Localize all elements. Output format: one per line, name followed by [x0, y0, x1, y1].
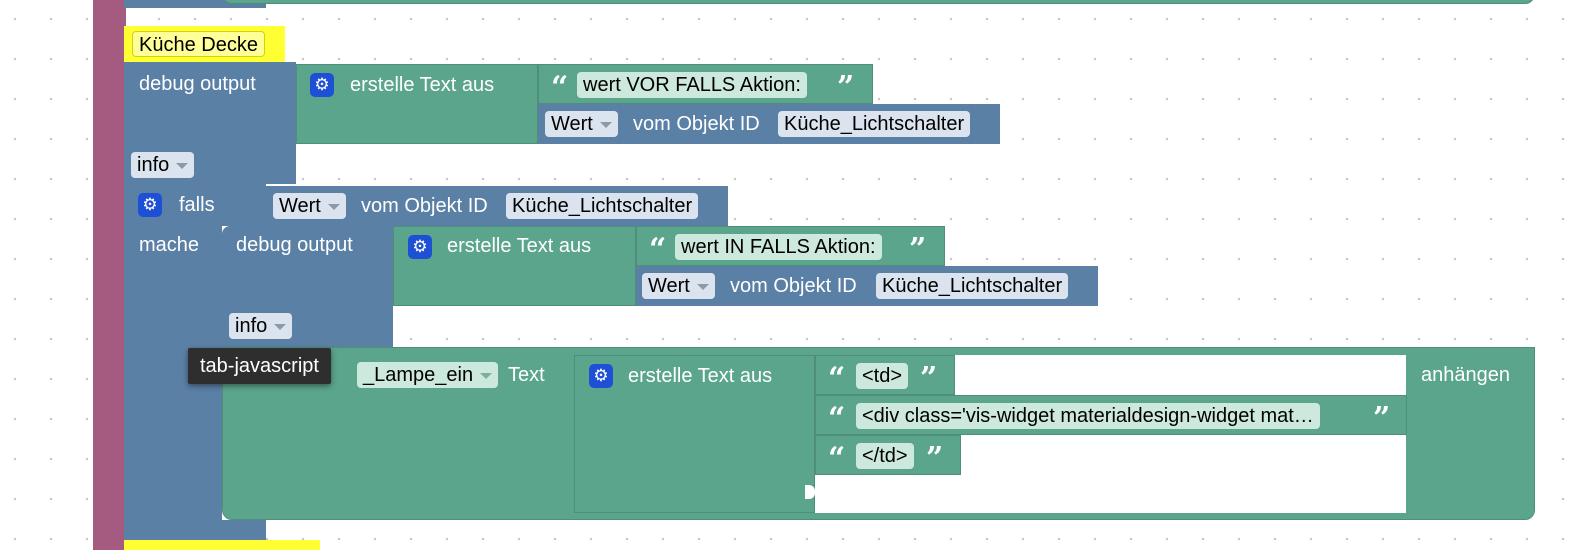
variable-dropdown[interactable]: _Lampe_ein — [357, 362, 499, 388]
value-attribute-dropdown[interactable]: Wert — [642, 273, 715, 299]
string-block[interactable]: “ wert VOR FALLS Aktion: ” — [538, 64, 873, 104]
chevron-down-icon — [480, 372, 493, 379]
gear-icon[interactable]: ⚙ — [408, 235, 432, 259]
quote-open-icon: “ — [828, 441, 846, 476]
variable-name: _Lampe_ein — [363, 364, 474, 386]
value-attribute: Wert — [551, 113, 593, 135]
string-block[interactable]: “ wert IN FALLS Aktion: ” — [636, 226, 945, 266]
quote-close-icon: ” — [920, 361, 938, 396]
value-attribute-dropdown[interactable]: Wert — [545, 111, 618, 137]
comment-block[interactable]: Küche Decke — [124, 26, 285, 62]
text-join-label: erstelle Text aus — [628, 365, 773, 387]
text-join-block[interactable]: ⚙ erstelle Text aus — [393, 226, 636, 306]
object-id-label: vom Objekt ID — [730, 275, 857, 297]
debug-output-block[interactable]: debug output info — [124, 62, 296, 184]
chevron-down-icon — [696, 283, 709, 290]
string-block[interactable]: “ </td> ” — [815, 435, 961, 475]
log-level-dropdown[interactable]: info — [131, 152, 195, 178]
if-label: falls — [179, 194, 215, 216]
quote-open-icon: “ — [649, 232, 667, 267]
condition-block[interactable]: Wert vom Objekt ID Küche_Lichtschalter — [266, 186, 728, 226]
object-id-field[interactable]: Küche_Lichtschalter — [506, 193, 699, 219]
next-comment-block[interactable] — [124, 540, 320, 550]
get-value-block[interactable]: Wert vom Objekt ID Küche_Lichtschalter — [538, 104, 1000, 144]
value-attribute: Wert — [279, 195, 321, 217]
quote-close-icon: ” — [1373, 401, 1391, 436]
string-value[interactable]: wert IN FALLS Aktion: — [675, 234, 882, 260]
append-label: anhängen — [1421, 364, 1510, 386]
string-block[interactable]: “ <div class='vis-widget materialdesign-… — [815, 395, 1407, 435]
log-level-dropdown[interactable]: info — [229, 313, 293, 339]
string-value[interactable]: wert VOR FALLS Aktion: — [577, 72, 807, 98]
chevron-down-icon — [327, 203, 340, 210]
value-attribute: Wert — [648, 275, 690, 297]
text-join-label: erstelle Text aus — [447, 235, 592, 257]
object-id-field[interactable]: Küche_Lichtschalter — [778, 111, 971, 137]
quote-close-icon: ” — [909, 232, 927, 267]
text-join-label: erstelle Text aus — [350, 74, 495, 96]
object-id-field[interactable]: Küche_Lichtschalter — [876, 273, 1069, 299]
log-level-value: info — [235, 315, 268, 337]
text-join-block[interactable]: ⚙ erstelle Text aus — [574, 355, 815, 513]
get-value-block[interactable]: Wert vom Objekt ID Küche_Lichtschalter — [636, 266, 1098, 306]
gear-icon[interactable]: ⚙ — [310, 73, 334, 97]
string-value[interactable]: <div class='vis-widget materialdesign-wi… — [856, 403, 1320, 429]
do-label: mache — [139, 234, 200, 256]
quote-open-icon: “ — [551, 70, 569, 105]
empty-input-socket[interactable] — [805, 485, 815, 499]
gear-icon[interactable]: ⚙ — [589, 364, 613, 388]
text-join-block[interactable]: ⚙ erstelle Text aus — [296, 64, 538, 144]
event-block-frame[interactable] — [93, 0, 126, 550]
quote-close-icon: ” — [926, 441, 944, 476]
log-level-value: info — [137, 154, 170, 176]
quote-open-icon: “ — [828, 401, 846, 436]
chevron-down-icon — [176, 162, 189, 169]
chevron-down-icon — [599, 121, 612, 128]
gear-icon[interactable]: ⚙ — [138, 193, 162, 217]
quote-open-icon: “ — [828, 361, 846, 396]
statement-stack[interactable] — [124, 0, 266, 8]
string-value[interactable]: </td> — [856, 443, 914, 469]
object-id-label: vom Objekt ID — [633, 113, 760, 135]
tooltip: tab-javascript — [188, 348, 331, 384]
append-text-label: Text — [508, 364, 545, 386]
debug-output-block[interactable]: debug output info — [222, 226, 393, 348]
debug-output-label: debug output — [139, 73, 256, 95]
if-block-bottom[interactable] — [124, 520, 266, 540]
object-id-label: vom Objekt ID — [361, 195, 488, 217]
value-attribute-dropdown[interactable]: Wert — [273, 193, 346, 219]
previous-block-bottom[interactable] — [222, 0, 1535, 4]
string-block[interactable]: “ <td> ” — [815, 355, 955, 395]
debug-output-label: debug output — [236, 234, 353, 256]
string-value[interactable]: <td> — [856, 363, 909, 389]
comment-text[interactable]: Küche Decke — [132, 31, 265, 57]
chevron-down-icon — [274, 323, 287, 330]
quote-close-icon: ” — [837, 70, 855, 105]
